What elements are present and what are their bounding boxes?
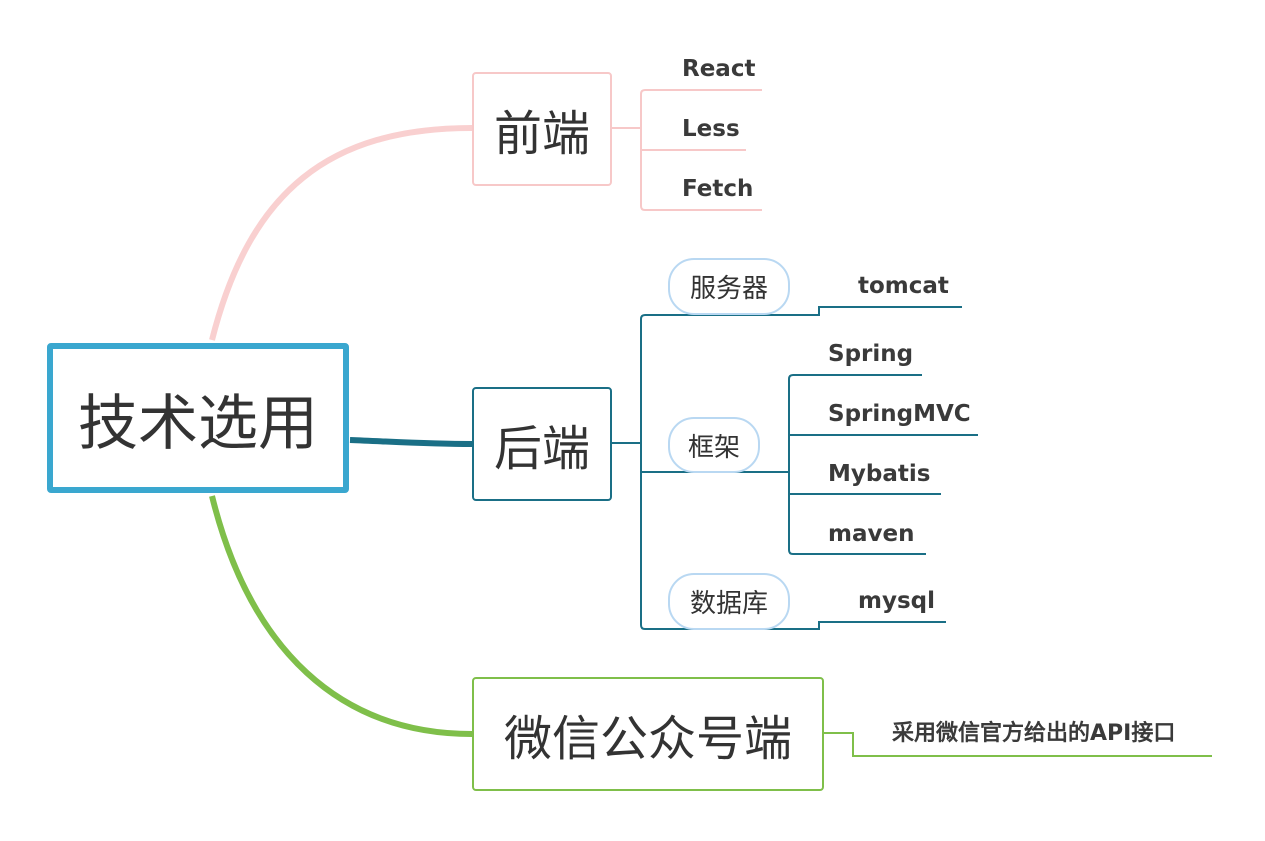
backend-subtree-lines [612, 306, 978, 630]
server-node-label: 服务器 [689, 274, 768, 304]
leaf-less[interactable]: Less [682, 116, 740, 142]
leaf-mybatis[interactable]: Mybatis [828, 461, 931, 487]
leaf-maven[interactable]: maven [828, 521, 915, 547]
leaf-mysql[interactable]: mysql [858, 588, 935, 614]
wechat-node-label: 微信公众号端 [503, 711, 792, 767]
backend-node-label: 后端 [493, 421, 590, 477]
frontend-node-label: 前端 [493, 106, 590, 162]
wechat-node[interactable]: 微信公众号端 [472, 677, 824, 791]
leaf-spring[interactable]: Spring [828, 341, 914, 367]
backend-node[interactable]: 后端 [472, 387, 612, 501]
database-node-label: 数据库 [689, 589, 768, 619]
framework-node[interactable]: 框架 [668, 417, 760, 473]
frontend-subtree-lines [612, 89, 762, 211]
leaf-wechat-api[interactable]: 采用微信官方给出的API接口 [892, 721, 1176, 746]
link-root-wechat [209, 495, 473, 737]
database-node[interactable]: 数据库 [668, 573, 790, 630]
framework-node-label: 框架 [687, 432, 740, 463]
server-node[interactable]: 服务器 [668, 258, 790, 315]
leaf-react[interactable]: React [682, 56, 756, 82]
root-node-label: 技术选用 [78, 388, 318, 459]
root-node[interactable]: 技术选用 [47, 343, 349, 493]
link-root-backend [349, 437, 473, 447]
leaf-fetch[interactable]: Fetch [682, 176, 754, 202]
leaf-springmvc[interactable]: SpringMVC [828, 401, 971, 427]
wechat-subtree-lines [824, 732, 1212, 757]
link-root-frontend [209, 125, 473, 341]
leaf-tomcat[interactable]: tomcat [858, 273, 949, 299]
frontend-node[interactable]: 前端 [472, 72, 612, 186]
